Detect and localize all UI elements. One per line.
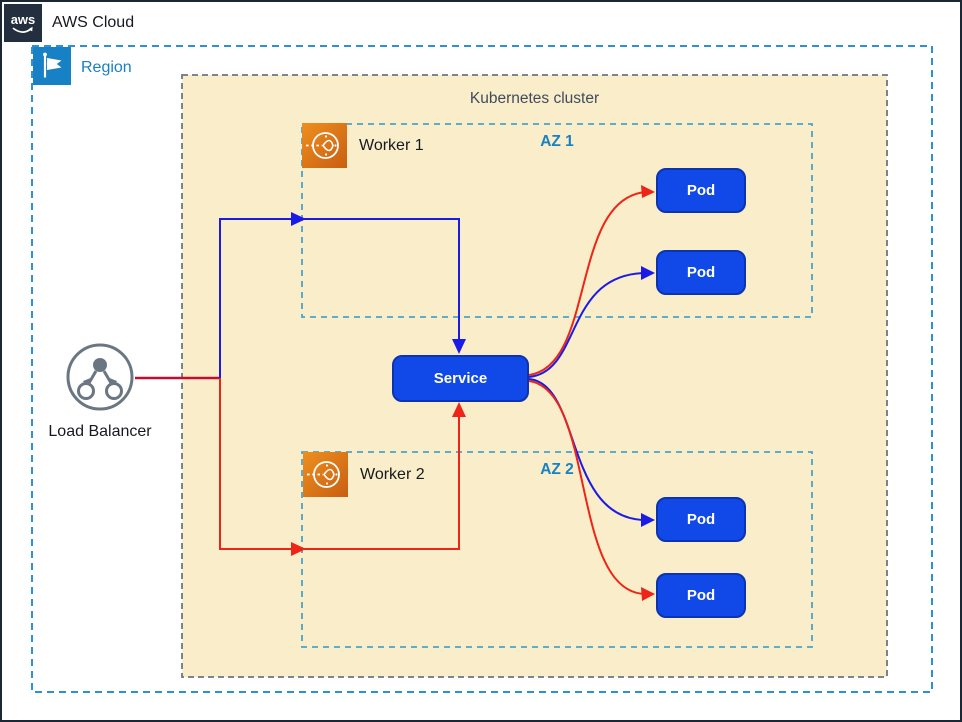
aws-logo-text: aws (11, 12, 36, 27)
pod-node-az2-a: Pod (656, 497, 746, 542)
pod-label: Pod (686, 511, 716, 528)
az1-label: AZ 1 (540, 133, 574, 150)
worker2-node-icon (303, 452, 348, 497)
region-flag-icon (33, 47, 71, 85)
load-balancer-label: Load Balancer (48, 423, 152, 440)
region-boundary (31, 45, 933, 693)
pod-node-az1-a: Pod (656, 168, 746, 213)
load-balancer-icon (65, 342, 135, 412)
blue-ingress-path (219, 212, 466, 378)
aws-logo-icon: aws (4, 4, 42, 42)
pod-node-az1-b: Pod (656, 250, 746, 295)
az2-label: AZ 2 (540, 461, 574, 478)
aws-cloud-label: AWS Cloud (52, 14, 135, 31)
pod-label: Pod (686, 182, 716, 199)
pod-label: Pod (686, 587, 716, 604)
red-ingress-path (219, 378, 466, 556)
service-node: Service (392, 355, 529, 402)
worker2-label: Worker 2 (360, 466, 425, 483)
kubernetes-cluster-title: Kubernetes cluster (469, 90, 600, 107)
pod-label: Pod (686, 264, 716, 281)
service-label: Service (433, 370, 488, 387)
worker1-node-icon (302, 123, 347, 168)
service-to-pod-curves (528, 185, 655, 601)
region-label: Region (81, 59, 132, 76)
pod-node-az2-b: Pod (656, 573, 746, 618)
worker1-label: Worker 1 (359, 137, 424, 154)
